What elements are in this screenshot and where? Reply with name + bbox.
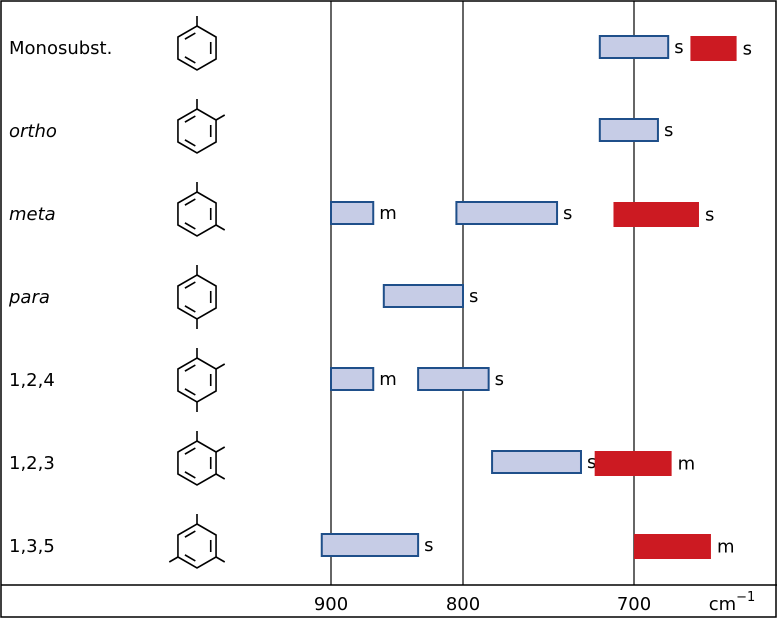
substitution-label: meta [9, 204, 56, 225]
benzene-ring-icon [177, 16, 217, 71]
tick-label-700: 700 [617, 594, 651, 615]
red-band-667-640 [690, 36, 737, 61]
substitution-label: 1,2,4 [9, 370, 55, 391]
row-2: meta m s s [9, 182, 714, 237]
tick-label-800: 800 [446, 594, 480, 615]
red-band-723-678 [594, 451, 672, 476]
substituent-bond [215, 114, 226, 121]
blue-band-805-745 [455, 201, 559, 225]
substituent-bond [215, 556, 226, 563]
blue-band-720-686 [598, 118, 659, 142]
blue-band-900-868 [330, 367, 375, 391]
benzene-ring-icon [177, 348, 226, 412]
blue-band-907-834 [320, 533, 420, 557]
intensity-label: s [563, 203, 572, 224]
blue-band-860-800 [382, 284, 464, 308]
blue-band-900-868 [330, 201, 375, 225]
benzene-ring-icon [168, 514, 226, 569]
row-0: Monosubst. s s [9, 16, 752, 71]
substituent-bond [215, 446, 226, 453]
benzene-ring-icon [177, 265, 217, 329]
intensity-label: m [379, 203, 397, 224]
benzene-ring-icon [177, 431, 226, 486]
row-6: 1,3,5 s m [9, 514, 735, 569]
tick-label-900: 900 [314, 594, 348, 615]
red-band-712-662 [613, 202, 699, 227]
intensity-label: s [469, 286, 478, 307]
intensity-label: m [379, 369, 397, 390]
substitution-label: 1,2,3 [9, 453, 55, 474]
blue-band-834-785 [417, 367, 490, 391]
intensity-label: s [674, 37, 683, 58]
substitution-label: para [8, 287, 50, 308]
intensity-label: s [424, 535, 433, 556]
blue-band-783-731 [491, 450, 582, 474]
wavenumber-gridlines [330, 1, 635, 585]
substituent-bond [215, 224, 226, 231]
substituent-bond [215, 363, 226, 370]
benzene-ring-icon [177, 99, 226, 154]
intensity-label: s [495, 369, 504, 390]
axis-unit: cm−1 [709, 590, 756, 615]
intensity-label: s [743, 39, 752, 60]
intensity-label: s [705, 205, 714, 226]
intensity-label: m [678, 454, 696, 475]
substitution-label: ortho [9, 121, 57, 142]
intensity-label: s [664, 120, 673, 141]
substituent-bond [168, 556, 179, 563]
red-band-700-655 [634, 534, 711, 559]
substitution-label: Monosubst. [9, 38, 112, 59]
benzene-ring-icon [177, 182, 226, 237]
row-4: 1,2,4 m s [9, 348, 504, 412]
substituent-bond [215, 473, 226, 480]
wavenumber-axis: cm−1 900 800 700 [314, 590, 755, 615]
intensity-label: s [587, 452, 596, 473]
row-5: 1,2,3 s m [9, 431, 696, 486]
row-1: ortho s [9, 99, 673, 154]
blue-band-720-680 [598, 35, 670, 59]
intensity-label: m [717, 537, 735, 558]
substitution-label: 1,3,5 [9, 536, 55, 557]
row-3: para s [8, 265, 478, 329]
